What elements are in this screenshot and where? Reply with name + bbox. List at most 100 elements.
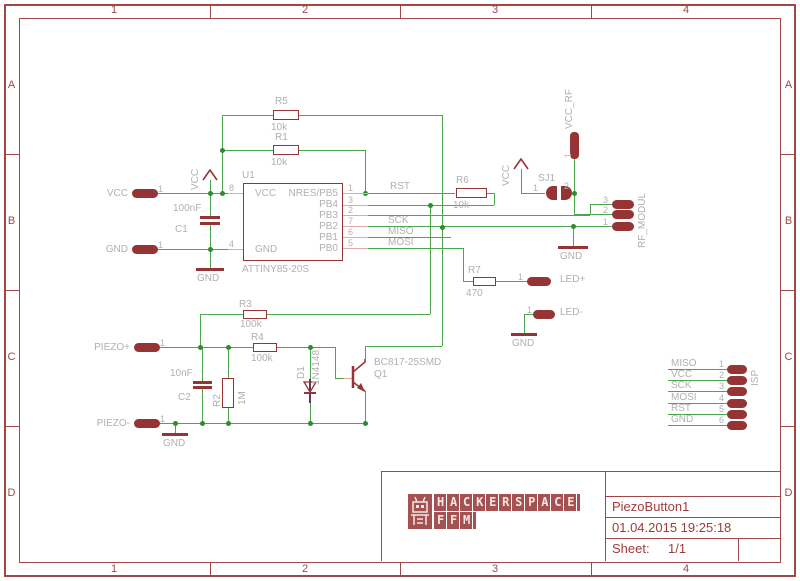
wire: [335, 378, 344, 379]
pad-pin-number: 1: [603, 217, 609, 227]
wire: [368, 205, 430, 206]
resistor-r4: [253, 343, 277, 352]
transistor-q1: [351, 359, 366, 392]
capacitor-value: 10nF: [170, 368, 193, 379]
pad-rf-modul-3: [612, 200, 634, 209]
ic-pin-number: 3: [348, 195, 354, 205]
wire: [299, 115, 442, 116]
transistor-pin: [344, 378, 353, 379]
wire: [463, 281, 473, 282]
ic-pin-number: 7: [348, 216, 354, 226]
frame-row-label: B: [7, 215, 16, 227]
wire: [160, 347, 253, 348]
pad-pin-number: 1: [160, 338, 166, 348]
project-title: PiezoButton1: [612, 499, 690, 514]
ic-pin-number: 1: [348, 183, 354, 193]
pad-gnd: [132, 245, 158, 254]
pad-pin-number: 1: [518, 272, 524, 282]
isp-pin-number: 5: [718, 404, 724, 414]
frame-row-label: D: [784, 487, 793, 499]
pad-pin-number: 3: [603, 195, 609, 205]
ic-pin-name: PB4: [319, 199, 338, 210]
wire: [524, 314, 533, 315]
wire: [574, 214, 612, 215]
wire: [222, 150, 273, 151]
ic-pin: [343, 248, 368, 249]
pad-vcc-rf: [570, 132, 579, 159]
isp-pin-number: 4: [718, 393, 724, 403]
wire: [368, 215, 590, 216]
net-label-miso: MISO: [388, 226, 414, 237]
junction-dot: [308, 421, 313, 426]
wire: [200, 314, 201, 347]
junction-dot: [200, 421, 205, 426]
connector-label: VCC_RF: [564, 88, 575, 129]
frame-tick: [780, 290, 796, 291]
pad-isp-6: [727, 421, 747, 430]
frame-col-label: 1: [110, 4, 118, 16]
wire: [365, 391, 366, 423]
wire: [368, 248, 463, 249]
pad-pin-number: 2: [603, 205, 609, 215]
frame-row-label: A: [7, 79, 16, 91]
connector-label: PIEZO+: [94, 342, 130, 353]
connector-label: LED-: [560, 307, 583, 318]
frame-tick: [400, 562, 401, 577]
gnd-label: GND: [560, 251, 583, 262]
wire: [463, 248, 464, 281]
isp-net-label: SCK: [671, 380, 692, 391]
junction-dot: [226, 345, 231, 350]
net-label-rst: RST: [390, 181, 410, 192]
ic-pin-name: NRES/PB5: [288, 188, 338, 199]
ic-pin: [228, 249, 243, 250]
pad-pin-number: 1: [158, 240, 164, 250]
junction-dot: [208, 247, 213, 252]
pad-rf-modul-2: [612, 210, 634, 219]
isp-net-label: MOSI: [671, 392, 697, 403]
pad-isp-2: [727, 376, 747, 385]
frame-tick: [4, 290, 19, 291]
pad-rf-modul-1: [612, 222, 634, 231]
pad-led-plus: [527, 277, 551, 286]
hackerspace-robot-icon: [408, 494, 432, 529]
resistor-value: 10k: [271, 122, 288, 133]
pad-isp-1: [727, 365, 747, 374]
diode-ref: D1: [296, 366, 307, 379]
wire: [668, 425, 727, 426]
frame-col-label: 2: [301, 4, 309, 16]
wire: [368, 226, 612, 227]
frame-col-label: 3: [491, 563, 499, 575]
isp-net-label: GND: [671, 414, 694, 425]
jumper-pin-number: 1: [533, 183, 539, 193]
wire: [158, 193, 228, 194]
titleblock-line: [605, 517, 781, 518]
titleblock-line: [381, 471, 781, 472]
frame-col-label: 4: [682, 563, 690, 575]
logo-text-line1: HACKERSPACE: [434, 494, 581, 511]
wire: [590, 204, 591, 215]
wire: [335, 347, 336, 378]
ic-pin: [343, 215, 368, 216]
pad-isp-3: [727, 387, 747, 396]
vcc-net-label: VCC: [190, 168, 201, 190]
resistor-ref: R6: [456, 175, 469, 186]
frame-col-label: 3: [491, 4, 499, 16]
ic-u1-body: [243, 183, 343, 261]
isp-pin-number: 2: [718, 370, 724, 380]
wire: [228, 347, 229, 378]
gnd-symbol: [511, 333, 537, 336]
wire: [368, 193, 455, 194]
pad-isp-5: [727, 410, 747, 419]
isp-pin-number: 6: [718, 415, 724, 425]
pad-isp-4: [727, 399, 747, 408]
frame-tick: [780, 154, 796, 155]
frame-row-label: B: [784, 215, 793, 227]
transistor-ref: Q1: [374, 369, 388, 380]
frame-tick: [210, 562, 211, 577]
ic-pin-name: PB2: [319, 221, 338, 232]
junction-dot: [363, 421, 368, 426]
frame-row-label: A: [784, 79, 793, 91]
frame-col-label: 4: [682, 4, 690, 16]
isp-net-label: MISO: [671, 358, 697, 369]
